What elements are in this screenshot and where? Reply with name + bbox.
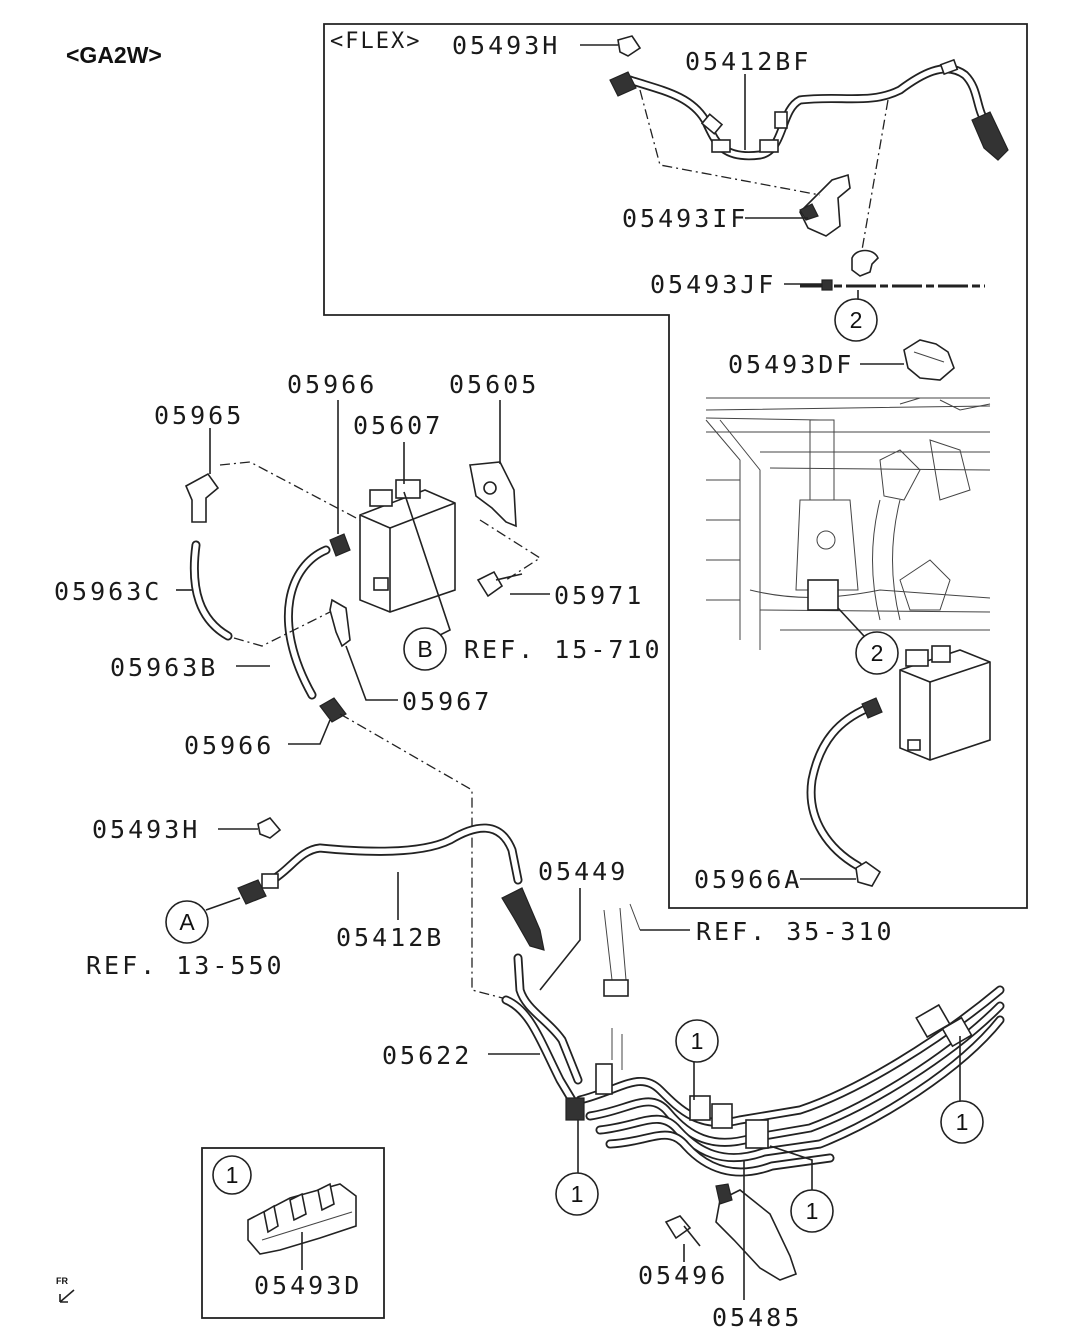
detail-box-05493D (201, 1147, 385, 1319)
callout-2-top[interactable]: 2 (834, 298, 878, 342)
leader-callout-1-d (769, 1145, 813, 1190)
svg-text:2: 2 (871, 640, 884, 666)
label-05493H-top[interactable]: 05493H (452, 31, 560, 60)
clips-05493D-on-bundle (565, 1003, 973, 1149)
clip-05967[interactable] (329, 598, 351, 648)
bracket-05485[interactable] (715, 1183, 798, 1281)
label-05605[interactable]: 05605 (449, 370, 539, 399)
fitting-05966-bottom[interactable] (319, 697, 347, 723)
fuel-line-bundle[interactable] (575, 985, 1005, 1177)
svg-text:FR: FR (56, 1276, 68, 1286)
front-direction-arrow-icon: FR (56, 1276, 75, 1303)
label-05493JF[interactable]: 05493JF (650, 270, 776, 299)
label-ref-15-710[interactable]: REF. 15-710 (464, 635, 663, 664)
hose-05412B[interactable] (261, 823, 523, 889)
leader-05967 (345, 645, 398, 701)
connector-05412B-end (501, 887, 545, 951)
hose-05449[interactable] (513, 953, 583, 1085)
dash-05493IF (639, 89, 821, 196)
clip-05493H-bottom[interactable] (257, 817, 282, 839)
hose-05963C[interactable] (189, 540, 233, 641)
svg-text:1: 1 (691, 1028, 704, 1054)
label-05967[interactable]: 05967 (402, 687, 492, 716)
callout-1-c[interactable]: 1 (555, 1172, 599, 1216)
connector-A (237, 879, 267, 905)
label-05449[interactable]: 05449 (538, 857, 628, 886)
hose-05966A-flex[interactable] (806, 697, 883, 871)
underbody-illustration (705, 397, 991, 650)
label-ref-35-310[interactable]: REF. 35-310 (696, 917, 895, 946)
label-05412BF[interactable]: 05412BF (685, 47, 811, 76)
connector-05412BF-end (971, 111, 1009, 161)
svg-text:A: A (179, 909, 195, 935)
label-05971[interactable]: 05971 (554, 581, 644, 610)
bolt-05971[interactable] (476, 570, 523, 598)
callout-1-b[interactable]: 1 (940, 1100, 984, 1144)
svg-text:1: 1 (571, 1181, 584, 1207)
label-05966-bottom[interactable]: 05966 (184, 731, 274, 760)
label-05966A[interactable]: 05966A (694, 865, 802, 894)
flex-inset-label: <FLEX> (330, 29, 421, 54)
label-05963B[interactable]: 05963B (110, 653, 218, 682)
fitting-05966A[interactable] (855, 861, 882, 887)
label-05963C[interactable]: 05963C (54, 577, 162, 606)
bracket-05605[interactable] (469, 461, 517, 528)
model-code-title: <GA2W> (66, 42, 162, 68)
label-05607[interactable]: 05607 (353, 411, 443, 440)
label-05965[interactable]: 05965 (154, 401, 244, 430)
clip-05493D[interactable] (247, 1182, 357, 1255)
leader-05449 (539, 888, 581, 991)
callout-B[interactable]: B (403, 627, 447, 671)
label-05493DF[interactable]: 05493DF (728, 350, 854, 379)
hose-05963B[interactable] (284, 545, 331, 700)
label-05412B[interactable]: 05412B (336, 923, 444, 952)
callout-A[interactable]: A (165, 900, 209, 944)
callout-1-d[interactable]: 1 (790, 1189, 834, 1233)
label-05493D[interactable]: 05493D (254, 1271, 362, 1300)
canister-05607[interactable] (359, 479, 456, 613)
label-05622[interactable]: 05622 (382, 1041, 472, 1070)
connector-05412BF-start (609, 71, 637, 97)
dash-05963 (233, 611, 331, 647)
hose-05412BF[interactable] (625, 58, 993, 161)
leader-callout-A (205, 897, 241, 911)
callout-1-a[interactable]: 1 (675, 1019, 719, 1063)
callout-1-detail[interactable]: 1 (212, 1155, 252, 1195)
leader-callout-2-mid (837, 607, 865, 637)
clip-05493H-top[interactable] (617, 35, 642, 57)
label-05496[interactable]: 05496 (638, 1261, 728, 1290)
leader-05966-bottom (288, 719, 331, 745)
label-05966-top[interactable]: 05966 (287, 370, 377, 399)
sensor-ref-35-310 (603, 903, 641, 997)
label-05485[interactable]: 05485 (712, 1303, 802, 1332)
canister-flex (899, 645, 991, 761)
bracket-05493IF[interactable] (799, 173, 851, 237)
dash-05493JF (861, 99, 889, 251)
fitting-05965[interactable] (184, 472, 220, 523)
label-ref-13-550[interactable]: REF. 13-550 (86, 951, 285, 980)
label-05493H-bottom[interactable]: 05493H (92, 815, 200, 844)
clip-05493JF[interactable] (800, 249, 985, 291)
dash-05966-to-hose (339, 713, 511, 1001)
clip-05493DF[interactable] (903, 339, 955, 381)
svg-text:2: 2 (850, 307, 863, 333)
dash-05965 (219, 461, 361, 521)
svg-text:1: 1 (956, 1109, 969, 1135)
label-05493IF[interactable]: 05493IF (622, 204, 748, 233)
fitting-05966-top[interactable] (329, 533, 351, 557)
callout-2-mid[interactable]: 2 (855, 631, 899, 675)
pipe-05622[interactable] (501, 995, 583, 1115)
svg-text:B: B (417, 636, 432, 662)
svg-text:1: 1 (806, 1198, 819, 1224)
bolt-05496[interactable] (664, 1215, 701, 1247)
svg-text:1: 1 (226, 1162, 239, 1188)
dash-05971 (479, 519, 542, 581)
flex-inset-frame (323, 23, 1028, 909)
